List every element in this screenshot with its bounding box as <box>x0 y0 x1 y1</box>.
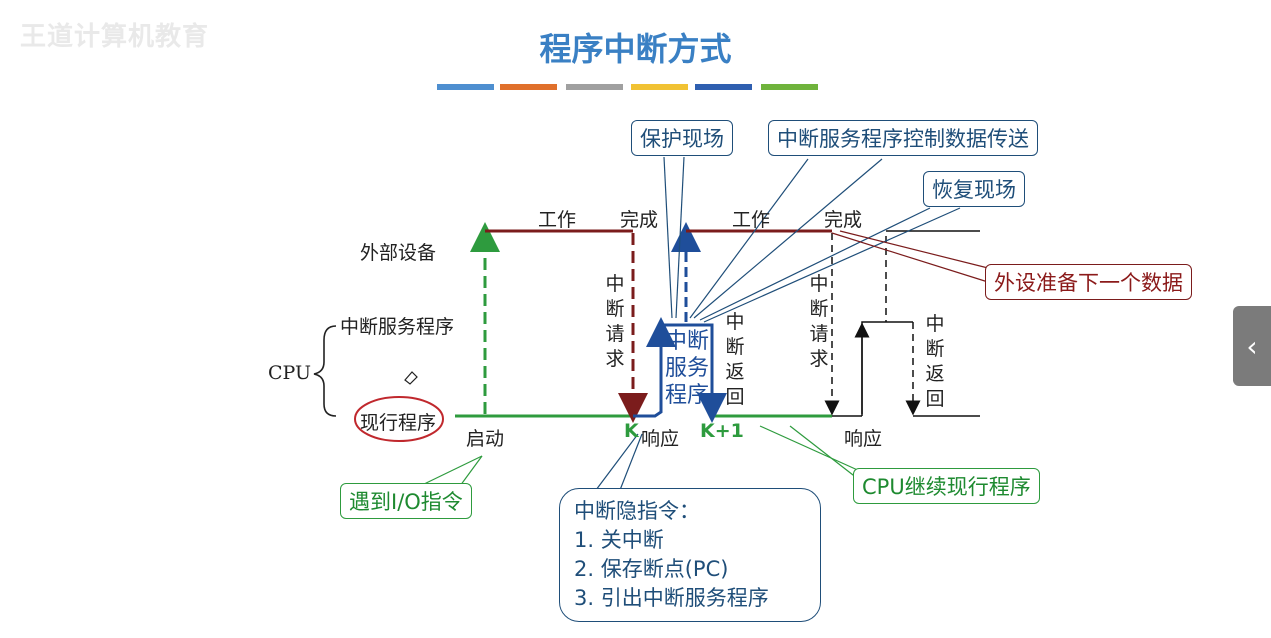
work-label-1: 工作 <box>538 209 577 231</box>
isr-box-label: 中断服务程序 <box>664 329 709 408</box>
page-title: 程序中断方式 <box>539 30 732 68</box>
color-bar-5 <box>695 84 752 90</box>
pointer-prep-2 <box>839 230 989 269</box>
pointer-cont-1 <box>759 425 863 473</box>
current-program-label: 现行程序 <box>360 412 437 434</box>
pointer-hidden-2 <box>619 433 643 491</box>
isr-box-2 <box>861 321 913 416</box>
callout-continue: CPU继续现行程序 <box>853 468 1040 504</box>
pencil-mark <box>404 371 418 385</box>
device-label: 外部设备 <box>360 242 437 264</box>
color-bar-3 <box>566 84 623 90</box>
return-label-1: 中断返回 <box>725 311 745 408</box>
callout-io: 遇到I/O指令 <box>340 483 472 519</box>
isr-box <box>633 323 714 418</box>
done-label-1: 完成 <box>620 209 659 231</box>
pointer-cont-2 <box>789 425 863 483</box>
pointer-transfer-1 <box>689 158 809 319</box>
return-label-2: 中断返回 <box>925 313 945 410</box>
callout-protect: 保护现场 <box>631 120 733 156</box>
hidden-step-2: 2. 保存断点(PC) <box>574 557 729 581</box>
callout-hidden-instruction: 中断隐指令： 1. 关中断 2. 保存断点(PC) 3. 引出中断服务程序 <box>559 488 821 622</box>
pointer-prep-1 <box>831 232 989 283</box>
response-label-1: 响应 <box>641 428 680 450</box>
pointer-io-1 <box>419 455 483 487</box>
cpu-brace <box>313 325 337 417</box>
pointer-protect-1 <box>663 156 673 319</box>
response-label-2: 响应 <box>844 428 883 450</box>
pointer-hidden-1 <box>595 433 639 491</box>
k1-marker: K+1 <box>700 420 744 442</box>
callout-restore: 恢复现场 <box>923 171 1025 207</box>
done-label-2: 完成 <box>824 209 863 231</box>
watermark: 王道计算机教育 <box>20 22 210 52</box>
color-bar-2 <box>500 84 557 90</box>
side-panel-toggle[interactable]: ‹ <box>1233 306 1271 386</box>
pointer-transfer-2 <box>693 158 883 319</box>
color-bar-6 <box>761 84 818 90</box>
start-label: 启动 <box>466 428 505 450</box>
pointer-restore-1 <box>699 207 931 321</box>
callout-transfer: 中断服务程序控制数据传送 <box>768 120 1038 156</box>
current-program-circle <box>354 396 444 442</box>
color-bar-4 <box>631 84 688 90</box>
chevron-left-icon: ‹ <box>1246 329 1258 363</box>
irq-label-2: 中断请求 <box>809 273 829 370</box>
hidden-step-3: 3. 引出中断服务程序 <box>574 586 769 610</box>
hidden-step-1: 1. 关中断 <box>574 528 664 552</box>
cpu-label: CPU <box>268 362 312 384</box>
color-bar-1 <box>437 84 494 90</box>
irq-label-1: 中断请求 <box>605 273 625 370</box>
callout-prep: 外设准备下一个数据 <box>985 264 1192 300</box>
hidden-title: 中断隐指令： <box>574 499 700 523</box>
work-label-2: 工作 <box>732 209 771 231</box>
isr-label: 中断服务程序 <box>340 316 455 338</box>
k-marker: K <box>624 420 639 442</box>
pointer-protect-2 <box>675 156 685 319</box>
pointer-io-2 <box>459 455 483 487</box>
pointer-restore-2 <box>703 207 961 323</box>
